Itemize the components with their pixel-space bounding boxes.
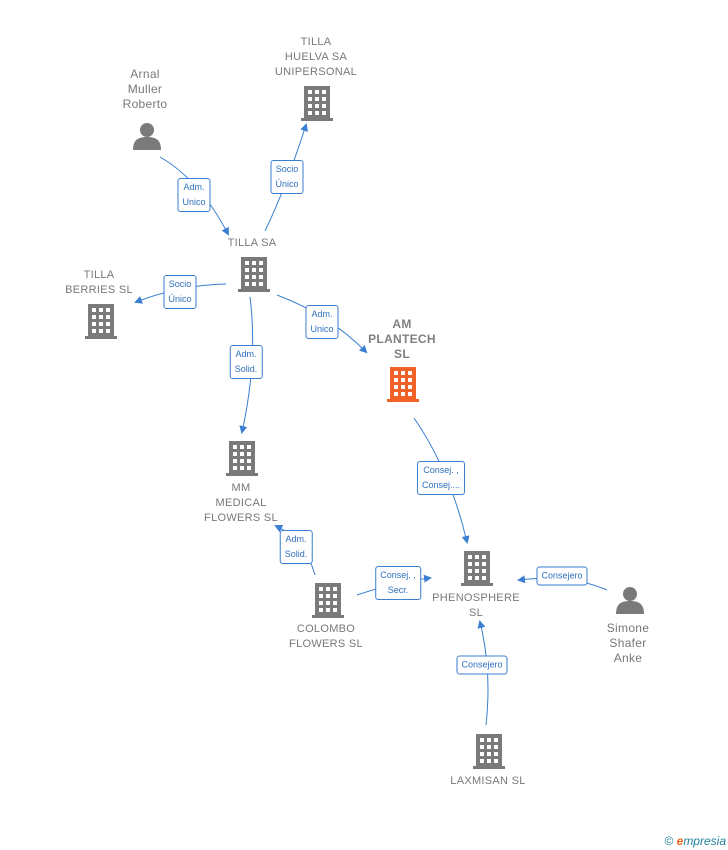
edge-label-colombo-pheno: Consej. , Secr. [375, 566, 421, 600]
node-label-tilla-huelva[interactable]: TILLA HUELVA SA UNIPERSONAL [274, 36, 358, 78]
edge-label-laxmisan-pheno: Consejero [456, 655, 508, 675]
building-icon-tilla-berries [85, 304, 117, 339]
building-icon-tilla-sa [238, 257, 270, 292]
edge-label-tilla-huelva: Socio Único [270, 160, 304, 194]
edge-label-tilla-berries: Socio Único [163, 275, 197, 309]
edge-label-am-pheno: Consej. , Consej.... [416, 461, 466, 495]
building-icon-laxmisan [473, 734, 505, 769]
building-icon-am-plantech [387, 367, 419, 402]
node-label-mm-medical[interactable]: MM MEDICAL FLOWERS SL [204, 482, 278, 524]
building-icon-tilla-huelva [301, 86, 333, 121]
building-icon-colombo [312, 583, 344, 618]
node-label-laxmisan[interactable]: LAXMISAN SL [450, 775, 526, 787]
node-label-colombo[interactable]: COLOMBO FLOWERS SL [289, 623, 363, 650]
person-icon-simone [616, 587, 644, 614]
edge-label-arnal-tilla: Adm. Unico [177, 178, 211, 212]
brand-footer[interactable]: © empresia [664, 834, 726, 848]
edge-label-tilla-mm: Adm. Solid. [229, 345, 263, 379]
edge-label-simone-pheno: Consejero [536, 566, 588, 586]
building-icon-phenosphere [461, 551, 493, 586]
copyright-icon: © [664, 834, 674, 848]
building-icon-mm-medical [226, 441, 258, 476]
node-label-simone[interactable]: Simone Shafer Anke [606, 621, 650, 665]
node-label-arnal[interactable]: Arnal Muller Roberto [122, 67, 168, 111]
node-label-tilla-sa[interactable]: TILLA SA [227, 237, 277, 249]
brand-logo-e: e [676, 834, 684, 848]
node-label-am-plantech[interactable]: AM PLANTECH SL [368, 317, 436, 361]
brand-logo-text: mpresia [683, 834, 726, 848]
person-icon-arnal [133, 123, 161, 150]
node-label-tilla-berries[interactable]: TILLA BERRIES SL [65, 269, 133, 296]
edge-label-colombo-mm: Adm. Solid. [279, 530, 313, 564]
node-label-phenosphere[interactable]: PHENOSPHERE SL [432, 592, 520, 619]
edge-label-tilla-am: Adm. Unico [305, 305, 339, 339]
